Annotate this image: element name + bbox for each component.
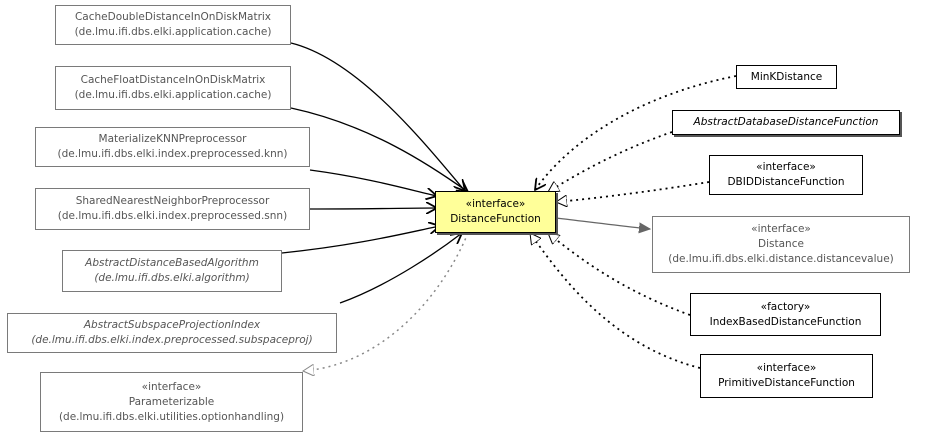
- edge-abstractdistalgo-to-distancefunction: [281, 226, 440, 254]
- minkdistance-name: MinKDistance: [750, 70, 823, 83]
- parameterizable-node[interactable]: «interface» Parameterizable (de.lmu.ifi.…: [40, 372, 303, 432]
- materializeknn-name: MaterializeKNNPreprocessor: [98, 133, 247, 145]
- cachefloat-name: CacheFloatDistanceInOnDiskMatrix: [80, 74, 266, 86]
- cachefloat-package: (de.lmu.ifi.dbs.elki.application.cache): [74, 89, 272, 101]
- snn-name: SharedNearestNeighborPreprocessor: [75, 195, 270, 207]
- subspaceproj-node[interactable]: AbstractSubspaceProjectionIndex (de.lmu.…: [7, 313, 337, 353]
- abstractdistalgo-name: AbstractDistanceBasedAlgorithm: [85, 257, 259, 269]
- abstractdb-node[interactable]: AbstractDatabaseDistanceFunction: [672, 110, 900, 135]
- materializeknn-node[interactable]: MaterializeKNNPreprocessor (de.lmu.ifi.d…: [35, 127, 310, 167]
- distance-node[interactable]: «interface» Distance (de.lmu.ifi.dbs.elk…: [652, 216, 910, 273]
- abstractdistalgo-package: (de.lmu.ifi.dbs.elki.algorithm): [94, 272, 250, 284]
- dbid-node[interactable]: «interface» DBIDDistanceFunction: [709, 155, 863, 195]
- edge-materializeknn-to-distancefunction: [309, 169, 437, 196]
- primitive-name: PrimitiveDistanceFunction: [718, 377, 855, 389]
- cachedouble-name: CacheDoubleDistanceInOnDiskMatrix: [74, 11, 272, 23]
- edge-abstractdb-to-distancefunction: [548, 131, 673, 193]
- abstractdb-name: AbstractDatabaseDistanceFunction: [693, 116, 879, 128]
- parameterizable-stereotype: «interface»: [141, 380, 202, 393]
- indexbased-name: IndexBasedDistanceFunction: [709, 315, 862, 328]
- parameterizable-name: Parameterizable: [128, 395, 215, 408]
- dbid-name: DBIDDistanceFunction: [727, 176, 845, 188]
- edge-minkdistance-to-distancefunction: [535, 75, 737, 190]
- distancefunction-node[interactable]: «interface» DistanceFunction: [435, 191, 556, 233]
- distance-stereotype: «interface»: [751, 223, 811, 235]
- edge-subspaceproj-to-distancefunction: [339, 233, 462, 304]
- edge-dbid-to-distancefunction: [556, 181, 710, 202]
- edge-snn-to-distancefunction: [309, 208, 437, 209]
- distance-package: (de.lmu.ifi.dbs.elki.distance.distanceva…: [668, 253, 894, 265]
- distancefunction-name: DistanceFunction: [450, 213, 541, 225]
- cachedouble-node[interactable]: CacheDoubleDistanceInOnDiskMatrix (de.lm…: [55, 5, 291, 45]
- subspaceproj-package: (de.lmu.ifi.dbs.elki.index.preprocessed.…: [31, 334, 313, 346]
- materializeknn-package: (de.lmu.ifi.dbs.elki.index.preprocessed.…: [57, 148, 288, 160]
- minkdistance-node[interactable]: MinKDistance: [736, 65, 837, 89]
- subspaceproj-name: AbstractSubspaceProjectionIndex: [83, 319, 261, 331]
- primitive-stereotype: «interface»: [756, 362, 817, 374]
- distancefunction-stereotype: «interface»: [465, 198, 526, 210]
- indexbased-node[interactable]: «factory» IndexBasedDistanceFunction: [690, 293, 881, 336]
- dbid-stereotype: «interface»: [756, 161, 816, 173]
- edge-cachedouble-to-distancefunction: [290, 42, 465, 191]
- edge-cachefloat-to-distancefunction: [290, 107, 468, 192]
- distance-name: Distance: [758, 238, 804, 250]
- abstractdistalgo-node[interactable]: AbstractDistanceBasedAlgorithm (de.lmu.i…: [62, 250, 282, 292]
- cachefloat-node[interactable]: CacheFloatDistanceInOnDiskMatrix (de.lmu…: [55, 66, 291, 110]
- primitive-node[interactable]: «interface» PrimitiveDistanceFunction: [700, 354, 873, 398]
- cachedouble-package: (de.lmu.ifi.dbs.elki.application.cache): [74, 26, 272, 38]
- edge-distancefunction-to-distance: [555, 217, 650, 229]
- snn-node[interactable]: SharedNearestNeighborPreprocessor (de.lm…: [35, 188, 310, 230]
- indexbased-stereotype: «factory»: [760, 300, 811, 313]
- parameterizable-package: (de.lmu.ifi.dbs.elki.utilities.optionhan…: [58, 410, 285, 423]
- snn-package: (de.lmu.ifi.dbs.elki.index.preprocessed.…: [57, 210, 288, 222]
- edge-indexbased-to-distancefunction: [548, 232, 691, 316]
